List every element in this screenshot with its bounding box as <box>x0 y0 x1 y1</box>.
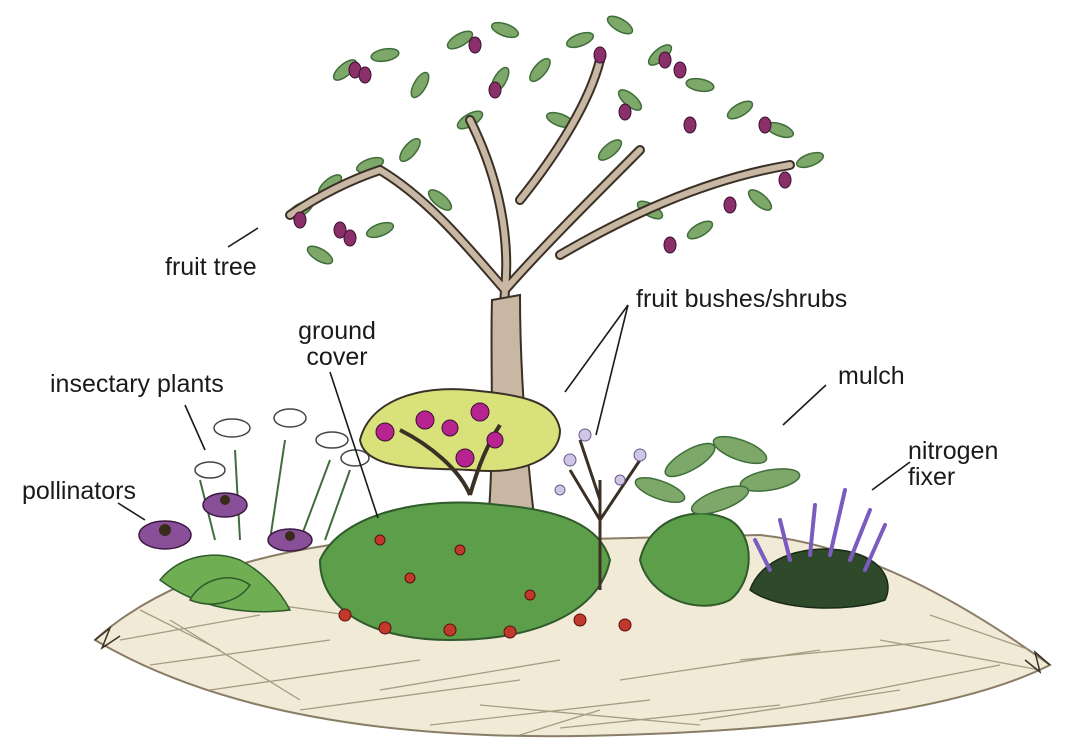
comfrey-plants <box>632 431 801 520</box>
tree-canopy <box>285 13 825 267</box>
label-ground-cover: ground cover <box>287 318 387 370</box>
label-ground-cover-line1: ground <box>287 318 387 344</box>
leader-mulch <box>783 385 826 425</box>
label-nitrogen-line2: fixer <box>908 464 998 490</box>
label-ground-cover-line2: cover <box>287 344 387 370</box>
label-nitrogen-fixer: nitrogen fixer <box>908 438 998 490</box>
leader-fruit-tree <box>228 228 258 247</box>
label-insectary-plants: insectary plants <box>50 371 224 397</box>
leader-insectary <box>185 405 205 450</box>
leader-pollinators <box>118 503 145 520</box>
label-pollinators: pollinators <box>22 478 136 504</box>
insectary-plants <box>195 409 369 540</box>
label-nitrogen-line1: nitrogen <box>908 438 998 464</box>
leader-fruit-bushes-2 <box>596 305 628 435</box>
label-mulch: mulch <box>838 363 905 389</box>
leader-fruit-bushes-1 <box>565 305 628 392</box>
label-fruit-bushes: fruit bushes/shrubs <box>636 286 847 312</box>
label-fruit-tree: fruit tree <box>165 254 257 280</box>
leader-nitrogen <box>872 462 910 490</box>
ground-cover-plants <box>320 502 631 640</box>
